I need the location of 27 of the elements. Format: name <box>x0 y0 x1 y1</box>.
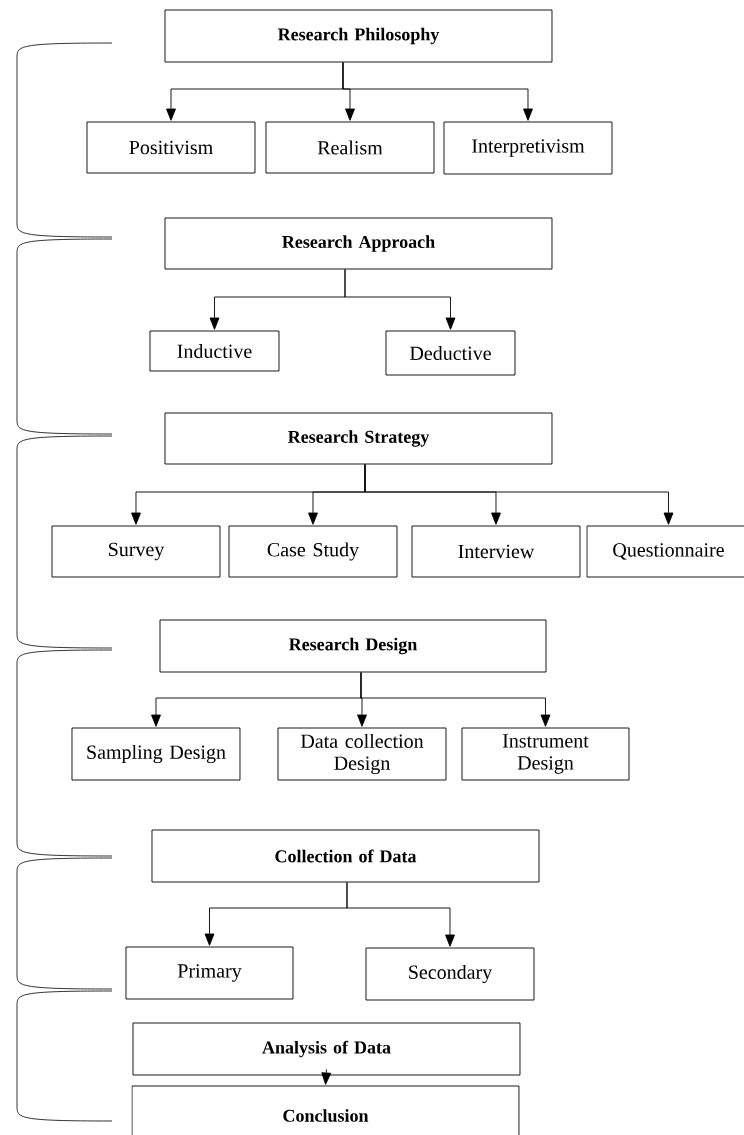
process-box: Survey <box>51 525 221 578</box>
process-box: Case Study <box>228 525 398 578</box>
process-box: Primary <box>125 946 294 1000</box>
heading-box: Collection of Data <box>151 829 540 883</box>
process-box: Deductive <box>385 330 516 376</box>
arrow <box>360 672 551 727</box>
process-box: Positivism <box>86 121 256 174</box>
heading-box: Research Strategy <box>164 412 553 465</box>
process-box: Questionnaire <box>586 525 744 578</box>
heading-box: Research Approach <box>164 217 553 270</box>
process-box: Data collection Design <box>277 727 447 781</box>
process-box: Sampling Design <box>71 727 241 781</box>
process-box: Inductive <box>149 330 280 372</box>
heading-box: Analysis of Data <box>132 1022 521 1076</box>
heading-box: Research Philosophy <box>164 9 553 63</box>
process-box: Secondary <box>365 947 535 1001</box>
process-box: Interpretivism <box>443 121 613 175</box>
arrow <box>344 269 456 330</box>
process-box: Interview <box>411 525 581 578</box>
arrow <box>321 1072 332 1085</box>
arrow <box>346 882 455 947</box>
heading-box: Research Design <box>159 619 547 673</box>
arrow <box>342 62 533 121</box>
process-box: Realism <box>265 121 435 174</box>
heading-box: Conclusion <box>131 1085 520 1135</box>
process-box: Instrument Design <box>461 727 630 781</box>
arrow <box>364 464 674 525</box>
